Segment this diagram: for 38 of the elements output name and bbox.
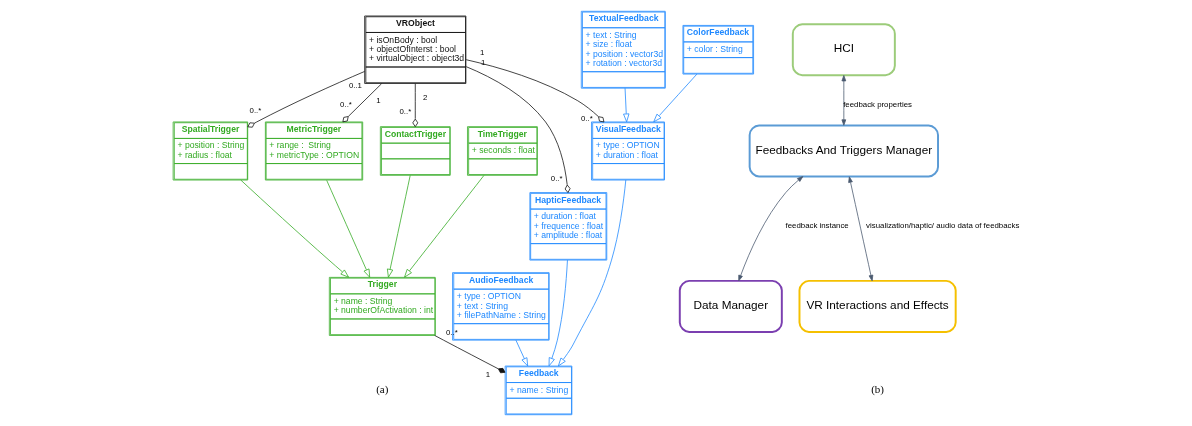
label: 1 — [480, 58, 486, 68]
label: 0..* — [249, 106, 262, 116]
arrow — [841, 75, 847, 126]
label: 0..* — [581, 114, 593, 124]
connector — [247, 71, 365, 128]
label: 0..* — [340, 99, 352, 109]
edge-label: feedback instance — [785, 221, 849, 231]
arrow — [558, 179, 627, 367]
arrow — [404, 175, 485, 278]
node-box: Data Manager — [678, 279, 783, 333]
label: 0..1 — [348, 81, 362, 91]
arrow — [848, 176, 874, 282]
label: (b) — [871, 383, 884, 396]
label: 2 — [423, 92, 428, 102]
label: 1 — [480, 48, 485, 58]
edge-label: feedback properties — [843, 100, 912, 110]
arrow — [387, 175, 411, 278]
arrow — [515, 339, 529, 367]
connector — [465, 59, 605, 123]
connector — [412, 83, 419, 127]
edge-label: visualization/haptic/ audio data of feedbacks — [866, 221, 1020, 231]
arrow — [240, 179, 349, 278]
label: 0..* — [550, 174, 563, 184]
connector — [342, 83, 382, 123]
node-box: VR Interactions and Effects — [798, 279, 957, 333]
label: 1 — [376, 95, 381, 105]
arrow — [326, 179, 371, 278]
arrow — [548, 259, 568, 367]
label: 1 — [485, 369, 491, 379]
connector — [465, 66, 571, 193]
connector — [434, 335, 506, 374]
arrow — [738, 176, 804, 282]
label: 0..* — [399, 107, 412, 117]
node-box: HCI — [791, 23, 896, 77]
label: (a) — [376, 383, 389, 396]
arrow — [623, 87, 630, 123]
node-box: Feedbacks And Triggers Manager — [748, 124, 939, 178]
arrow — [653, 73, 698, 123]
